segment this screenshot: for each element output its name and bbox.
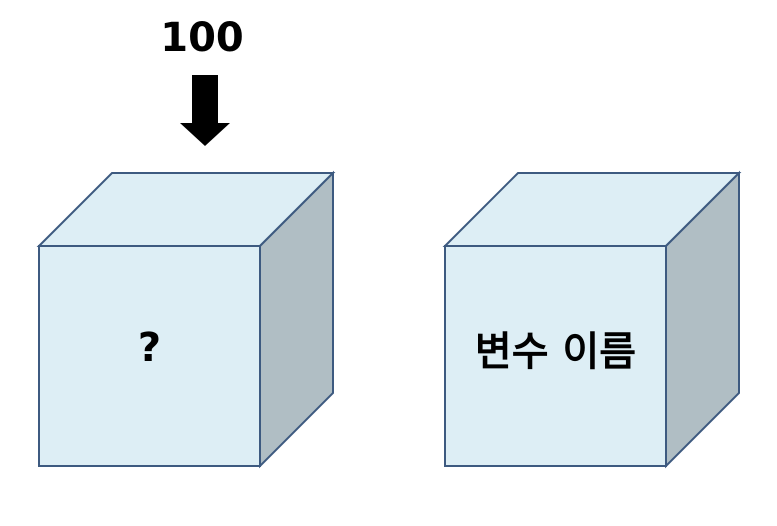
arrow-head [180,123,230,146]
arrow-down-icon [180,75,230,146]
left-cube-front-face [38,245,261,467]
input-value-label: 100 [160,15,244,61]
left-cube [36,170,336,469]
right-cube-front-face [444,245,667,467]
variable-name-label: 변수 이름 [474,329,637,375]
arrow-shaft [192,75,218,125]
right-cube [442,170,742,469]
unknown-value-label: ? [137,325,162,371]
